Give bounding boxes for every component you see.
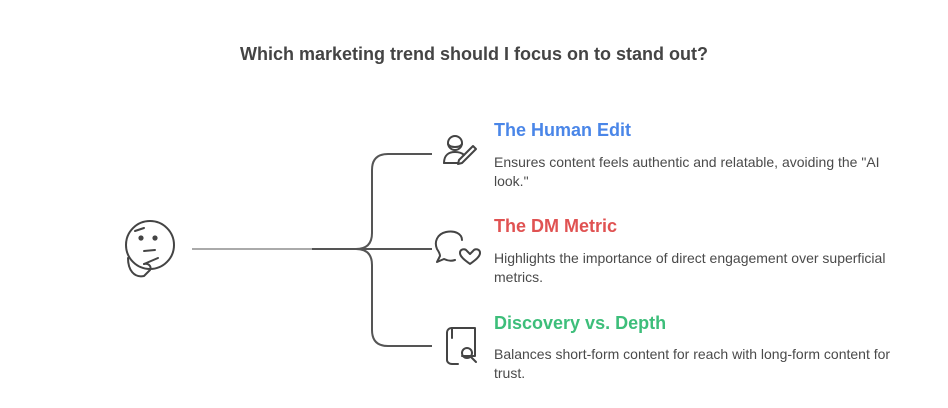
person-edit-icon	[443, 135, 477, 165]
option-description-human-edit: Ensures content feels authentic and rela…	[494, 154, 880, 189]
chat-heart-icon	[434, 230, 481, 265]
option-description-dm-metric: Highlights the importance of direct enga…	[494, 250, 886, 285]
option-title-discovery-depth: Discovery vs. Depth	[494, 313, 667, 333]
diagram-title: Which marketing trend should I focus on …	[240, 44, 708, 64]
option-title-dm-metric: The DM Metric	[494, 216, 618, 236]
thinking-face-icon	[125, 220, 175, 278]
option-title-human-edit: The Human Edit	[494, 120, 632, 140]
book-search-icon	[446, 327, 477, 365]
connector-lines	[192, 153, 432, 347]
option-description-discovery-depth: Balances short-form content for reach wi…	[494, 346, 891, 381]
